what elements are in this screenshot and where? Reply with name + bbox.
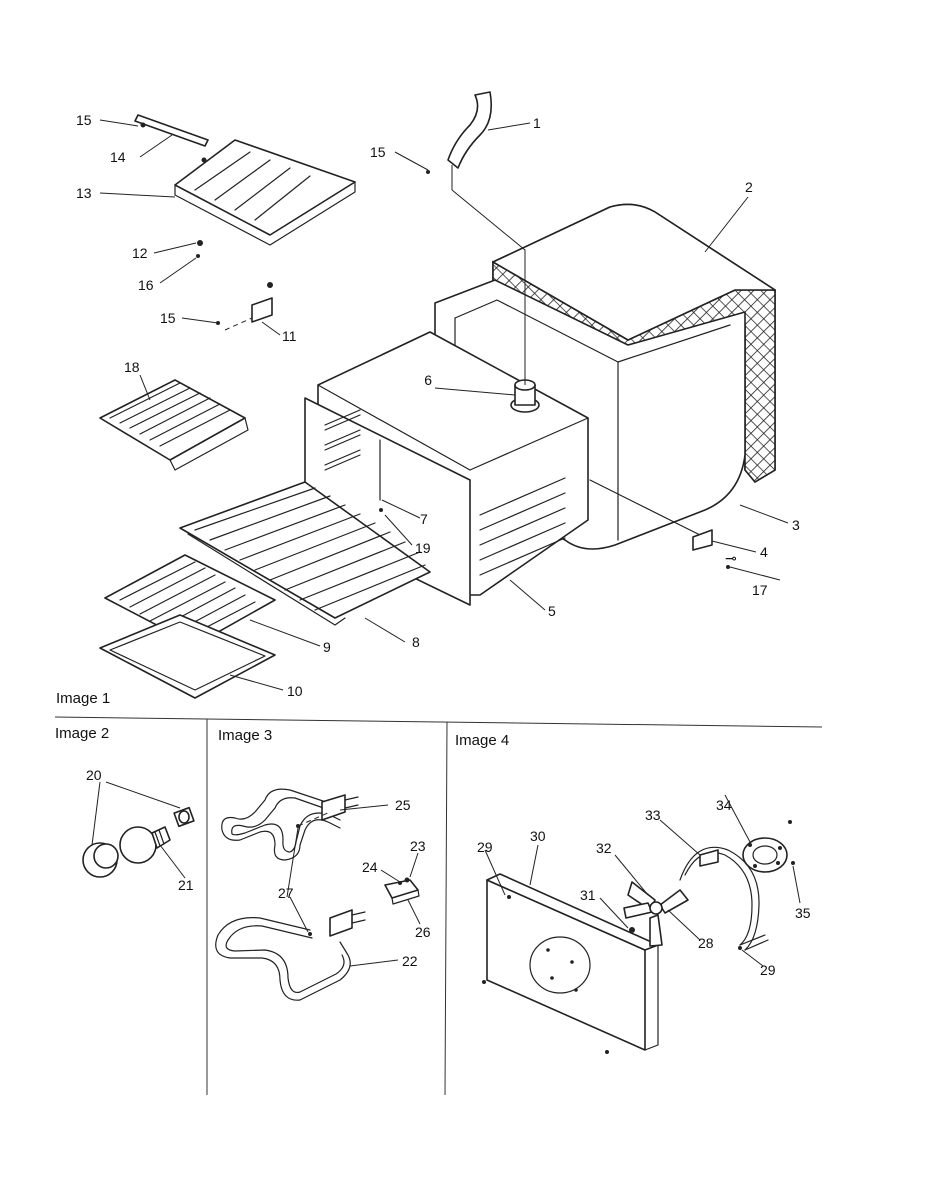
callout-28: 28 [698, 935, 714, 951]
image4-group: Image 4 [455, 732, 811, 1054]
callout-23: 23 [410, 838, 426, 854]
vent-tube [447, 91, 526, 385]
terminal-block [384, 879, 420, 905]
callout-32: 32 [596, 840, 612, 856]
section-dividers [54, 716, 823, 1096]
callout-15-vent: 15 [370, 144, 386, 160]
callout-6: 6 [424, 372, 432, 388]
callout-22: 22 [402, 953, 418, 969]
broil-element [221, 788, 359, 861]
bracket [692, 529, 713, 551]
bake-element [215, 909, 366, 1001]
callout-18: 18 [124, 359, 140, 375]
callout-35: 35 [795, 905, 811, 921]
callout-7: 7 [420, 511, 428, 527]
callout-25: 25 [395, 797, 411, 813]
callout-16: 16 [138, 277, 154, 293]
callout-21: 21 [178, 877, 194, 893]
callout-symbol: ⊸ [725, 550, 737, 566]
section-label-image1: Image 1 [56, 690, 110, 707]
broil-pan [99, 614, 276, 699]
callout-15-hinge: 15 [160, 310, 176, 326]
callout-1: 1 [533, 115, 541, 131]
callout-27: 27 [278, 885, 294, 901]
sensor-rod [589, 479, 701, 536]
callout-31: 31 [580, 887, 596, 903]
callout-5: 5 [548, 603, 556, 619]
callout-4: 4 [760, 544, 768, 560]
callout-26: 26 [415, 924, 431, 940]
callout-10: 10 [287, 683, 303, 699]
callout-9: 9 [323, 639, 331, 655]
callout-3: 3 [792, 517, 800, 533]
section-label-image3: Image 3 [218, 727, 272, 744]
section-label-image2: Image 2 [55, 725, 109, 742]
image2-group: Image 2 20 21 [55, 725, 195, 893]
oven-rack [179, 481, 431, 626]
callout-33: 33 [645, 807, 661, 823]
callout-13: 13 [76, 185, 92, 201]
section-label-image4: Image 4 [455, 732, 509, 749]
callout-29-bottom: 29 [760, 962, 776, 978]
callouts-image1: 1 2 3 4 5 6 7 8 9 10 11 12 13 14 15 15 1… [76, 112, 800, 699]
half-rack [99, 379, 249, 471]
callout-24: 24 [362, 859, 378, 875]
oven-top-panel [174, 139, 356, 246]
callout-11: 11 [282, 328, 297, 344]
callout-30: 30 [530, 828, 546, 844]
callout-15-top: 15 [76, 112, 92, 128]
callout-12: 12 [132, 245, 148, 261]
callout-17: 17 [752, 582, 768, 598]
callout-19: 19 [415, 540, 431, 556]
fasteners-image1 [140, 122, 730, 569]
callout-leaders-image1 [99, 119, 789, 691]
callout-29-top: 29 [477, 839, 493, 855]
convection-fan-cover [486, 873, 659, 1051]
hinge-bracket [224, 297, 273, 331]
convection-element [679, 846, 769, 951]
fan-motor [742, 837, 788, 873]
fan-blade [623, 881, 689, 947]
support-bar [134, 114, 209, 147]
callout-2: 2 [745, 179, 753, 195]
callout-34: 34 [716, 797, 732, 813]
callout-14: 14 [110, 149, 126, 165]
light-lens-and-socket [82, 806, 195, 878]
image3-group: Image 3 [215, 727, 431, 1001]
light-bulb [119, 826, 171, 864]
callout-20: 20 [86, 767, 102, 783]
callout-8: 8 [412, 634, 420, 650]
image1-group: ⊸ [56, 91, 800, 707]
